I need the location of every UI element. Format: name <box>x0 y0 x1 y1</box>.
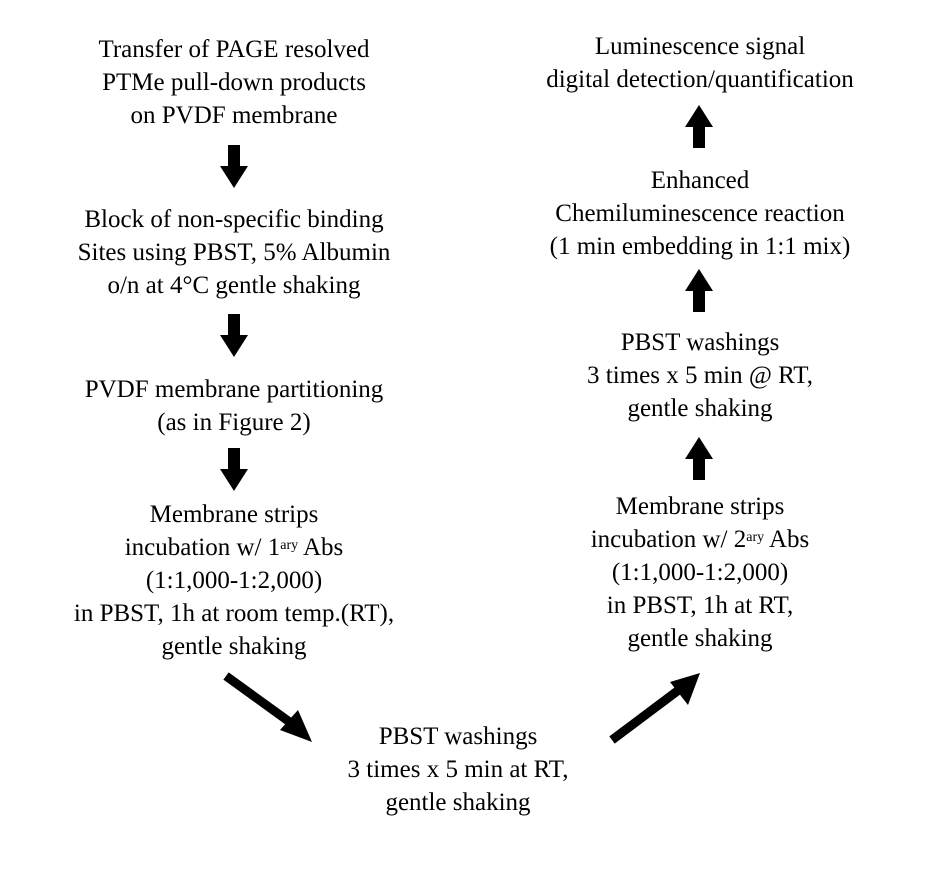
step-primary-line-4: in PBST, 1h at room temp.(RT), <box>73 600 395 627</box>
step-secondary-line-3: (1:1,000-1:2,000) <box>611 559 789 586</box>
step-wash-right-line-3: gentle shaking <box>627 395 773 422</box>
step-primary-line-3: (1:1,000-1:2,000) <box>145 567 323 594</box>
step-transfer-line-1: Transfer of PAGE resolved <box>98 36 370 63</box>
step-block-line-2: Sites using PBST, 5% Albumin <box>77 239 391 266</box>
step-secondary-line-4: in PBST, 1h at RT, <box>606 592 794 619</box>
step-wash-bottom-line-1: PBST washings <box>378 723 538 750</box>
step-ecl: Enhanced Chemiluminescence reaction (1 m… <box>500 164 900 263</box>
arrow-down-icon <box>220 448 248 491</box>
step-primary-line-2: incubation w/ 1ary Abs <box>34 531 434 564</box>
step-ecl-line-1: Enhanced <box>650 167 750 194</box>
step-primary-line-1: Membrane strips <box>149 501 319 528</box>
step-wash-right: PBST washings 3 times x 5 min @ RT, gent… <box>500 326 900 425</box>
step-secondary-superscript: ary <box>746 530 765 545</box>
step-secondary-line-5: gentle shaking <box>627 625 773 652</box>
step-wash-bottom: PBST washings 3 times x 5 min at RT, gen… <box>258 720 658 819</box>
step-primary-line-2-post: Abs <box>298 534 344 561</box>
step-secondary-line-2-pre: incubation w/ 2 <box>590 526 747 553</box>
step-ecl-line-3: (1 min embedding in 1:1 mix) <box>549 233 851 260</box>
step-primary-superscript: ary <box>280 538 299 553</box>
step-primary-line-2-pre: incubation w/ 1 <box>124 534 281 561</box>
step-partition-line-1: PVDF membrane partitioning <box>84 376 384 403</box>
step-transfer-line-3: on PVDF membrane <box>130 102 338 129</box>
step-secondary-line-1: Membrane strips <box>615 493 785 520</box>
arrow-up-icon <box>685 269 713 312</box>
arrow-diagonal-up-icon <box>609 673 700 744</box>
step-partition-line-2: (as in Figure 2) <box>157 409 311 436</box>
step-secondary-incubation: Membrane strips incubation w/ 2ary Abs (… <box>500 490 900 655</box>
step-partition: PVDF membrane partitioning (as in Figure… <box>34 373 434 439</box>
step-detection: Luminescence signal digital detection/qu… <box>500 30 900 96</box>
step-transfer: Transfer of PAGE resolved PTMe pull-down… <box>34 33 434 132</box>
arrow-up-icon <box>685 437 713 480</box>
step-primary-incubation: Membrane strips incubation w/ 1ary Abs (… <box>34 498 434 663</box>
step-wash-bottom-line-2: 3 times x 5 min at RT, <box>347 756 569 783</box>
arrow-down-icon <box>220 314 248 357</box>
step-wash-right-line-2: 3 times x 5 min @ RT, <box>587 362 813 389</box>
step-detection-line-2: digital detection/quantification <box>546 66 854 93</box>
step-wash-right-line-1: PBST washings <box>620 329 780 356</box>
arrow-up-icon <box>685 105 713 148</box>
arrow-down-icon <box>220 145 248 188</box>
step-secondary-line-2: incubation w/ 2ary Abs <box>500 523 900 556</box>
step-ecl-line-2: Chemiluminescence reaction <box>555 200 845 227</box>
step-block: Block of non-specific binding Sites usin… <box>34 203 434 302</box>
step-secondary-line-2-post: Abs <box>764 526 810 553</box>
step-transfer-line-2: PTMe pull-down products <box>102 69 366 96</box>
step-primary-line-5: gentle shaking <box>161 633 307 660</box>
step-block-line-3: o/n at 4°C gentle shaking <box>107 272 361 299</box>
step-detection-line-1: Luminescence signal <box>594 33 806 60</box>
step-block-line-1: Block of non-specific binding <box>84 206 384 233</box>
step-wash-bottom-line-3: gentle shaking <box>385 789 531 816</box>
arrow-diagonal-down-icon <box>223 672 312 742</box>
